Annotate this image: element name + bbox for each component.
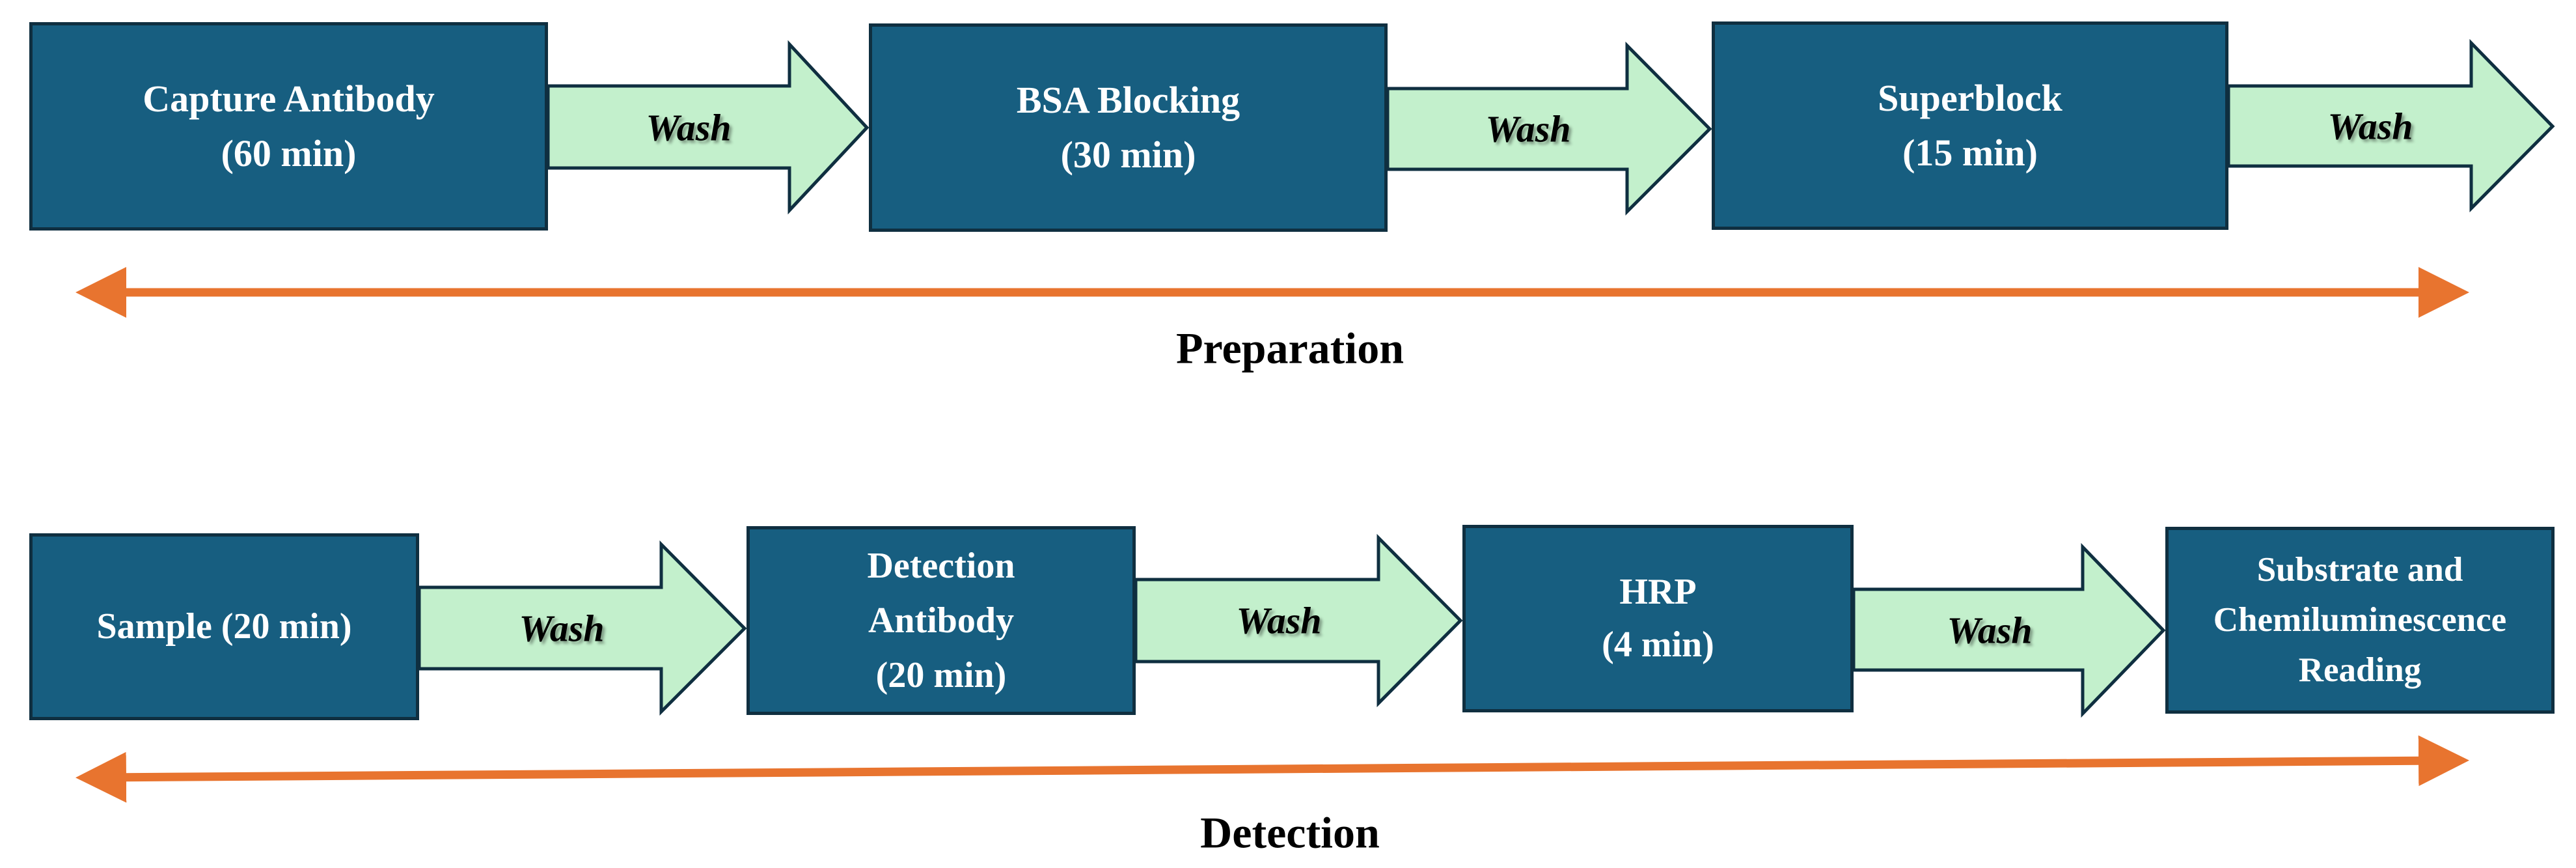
step-label-line2: (15 min) [1902, 132, 2038, 174]
wash-label: Wash [519, 607, 605, 650]
step-superblock: Superblock (15 min) [1712, 21, 2228, 230]
step-label-line2: (60 min) [221, 132, 357, 175]
step-label-line1: Detection [867, 546, 1015, 586]
step-sample: Sample (20 min) [29, 533, 419, 720]
wash-arrow-det-3 [1852, 542, 2166, 718]
step-hrp: HRP (4 min) [1462, 525, 1854, 712]
step-label-line1: BSA Blocking [1016, 78, 1240, 121]
step-label-line1: Sample (20 min) [96, 606, 352, 647]
step-label-line2: (4 min) [1602, 624, 1714, 665]
step-label-line2: Chemiluminescence [2213, 601, 2507, 639]
step-label-line1: Substrate and [2256, 551, 2463, 589]
wash-label: Wash [1236, 599, 1322, 642]
step-label-line1: Superblock [1878, 76, 2062, 119]
detection-label: Detection [1200, 807, 1380, 858]
step-capture-antibody: Capture Antibody (60 min) [29, 22, 548, 231]
wash-label: Wash [1485, 107, 1571, 150]
step-label-line2: (30 min) [1060, 133, 1196, 176]
step-label-line3: (20 min) [875, 655, 1007, 695]
wash-arrow-det-2 [1134, 533, 1463, 708]
step-label-line1: HRP [1619, 571, 1697, 612]
step-substrate-reading: Substrate and Chemiluminescence Reading [2165, 527, 2555, 714]
step-label-line1: Capture Antibody [143, 77, 435, 120]
wash-label: Wash [2327, 105, 2413, 148]
wash-label: Wash [646, 106, 732, 149]
wash-arrow-prep-1 [546, 40, 870, 215]
step-detection-antibody: Detection Antibody (20 min) [747, 526, 1136, 715]
step-bsa-blocking: BSA Blocking (30 min) [869, 23, 1388, 232]
wash-arrow-det-1 [417, 540, 747, 716]
detection-timeline-arrow [75, 735, 2469, 803]
step-label-line3: Reading [2298, 651, 2422, 689]
wash-arrow-prep-3 [2227, 38, 2555, 213]
step-label-line2: Antibody [868, 600, 1015, 641]
wash-arrow-prep-2 [1386, 41, 1712, 216]
preparation-label: Preparation [1175, 323, 1404, 373]
wash-label: Wash [1947, 609, 2033, 652]
